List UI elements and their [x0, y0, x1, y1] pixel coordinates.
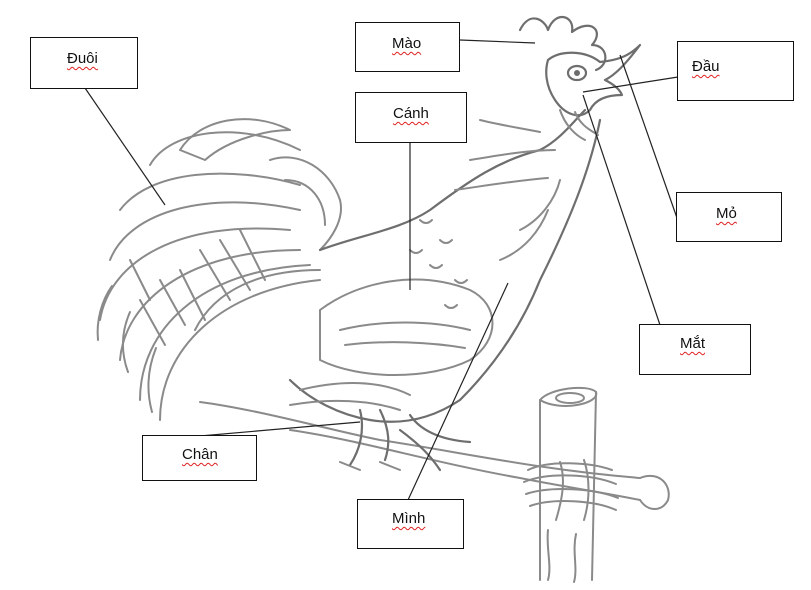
label-wing: Cánh — [393, 105, 429, 122]
rooster-head — [518, 16, 642, 141]
label-box-leg: Chân — [142, 435, 257, 481]
label-box-beak: Mỏ — [676, 192, 782, 242]
label-eye: Mắt — [680, 335, 706, 352]
rooster-body — [288, 108, 602, 472]
label-box-comb: Mào — [355, 22, 460, 72]
label-beak: Mỏ — [716, 205, 737, 222]
label-comb: Mào — [392, 35, 422, 52]
label-box-tail: Đuôi — [30, 37, 138, 89]
leader-tail — [84, 87, 166, 206]
label-tail: Đuôi — [67, 50, 98, 67]
leader-eye — [582, 94, 661, 326]
label-box-wing: Cánh — [355, 92, 467, 143]
label-leg: Chân — [182, 446, 218, 463]
label-box-body: Mình — [357, 499, 464, 549]
label-box-head: Đầu — [677, 41, 794, 101]
leader-lines — [84, 39, 679, 501]
label-box-eye: Mắt — [639, 324, 751, 375]
label-head: Đầu — [692, 58, 720, 75]
perch-branch — [199, 386, 670, 583]
label-body: Mình — [392, 510, 426, 527]
leader-leg — [199, 421, 361, 437]
leader-beak — [619, 54, 678, 219]
tail-feathers — [96, 118, 342, 421]
leader-comb — [459, 39, 536, 44]
leader-body — [407, 282, 509, 501]
